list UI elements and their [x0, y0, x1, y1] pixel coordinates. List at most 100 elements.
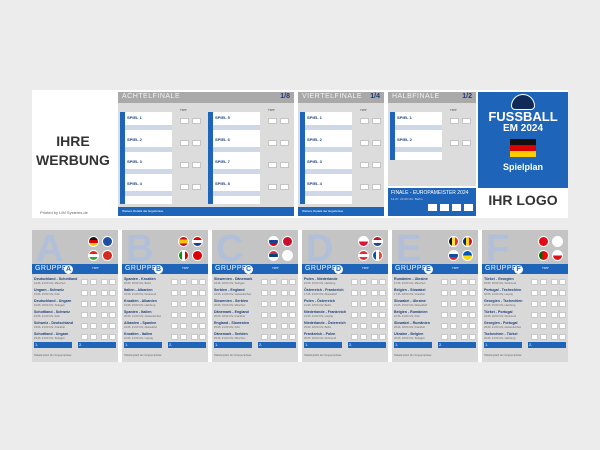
croatia-flag-icon — [192, 236, 203, 247]
score-box[interactable] — [280, 140, 289, 146]
final-subtitle: 14.07. 21:00 Uhr, Berlin — [391, 197, 423, 201]
score-box[interactable] — [372, 140, 381, 146]
score-box[interactable] — [372, 162, 381, 168]
score-box[interactable] — [372, 118, 381, 124]
score-box[interactable] — [280, 162, 289, 168]
score-box[interactable] — [192, 118, 201, 124]
ad-line1: IHRE — [56, 133, 90, 149]
round-of-16-panel: ACHTELFINALE 1/8 TIPP TIPP SPIEL 1 SPIEL… — [118, 92, 294, 216]
ukraine-flag-icon — [462, 250, 473, 261]
group-table: 1.2. — [482, 341, 568, 349]
semifinal-panel: HALBFINALE 1/2 TIPP SPIEL 1 SPIEL 2 — [388, 92, 476, 186]
match-label: SPIEL 6 — [215, 137, 230, 142]
scotland-flag-icon — [102, 236, 113, 247]
ko-num: 1/2 — [462, 93, 472, 100]
denmark-flag-icon — [282, 236, 293, 247]
score-box[interactable] — [428, 204, 437, 211]
score-box[interactable] — [192, 184, 201, 190]
group-letter: E — [396, 228, 422, 270]
quarterfinal-panel: VIERTELFINALE 1/4 TIPP SPIEL 1 SPIEL 2 S… — [298, 92, 384, 216]
score-box[interactable] — [180, 184, 189, 190]
tipp-label: TIPP — [180, 108, 187, 112]
team-row — [305, 147, 352, 152]
group-name: GRUPPE — [485, 265, 517, 272]
ko-num: 1/8 — [280, 93, 290, 100]
group-name: GRUPPE — [125, 265, 157, 272]
slovenia-flag-icon — [268, 236, 279, 247]
logo-panel: FUSSBALL EM 2024 Spielplan IHR LOGO — [478, 92, 568, 216]
france-flag-icon — [372, 250, 383, 261]
score-box[interactable] — [450, 140, 459, 146]
score-box[interactable] — [360, 162, 369, 168]
ko-footer: Weitere Details der Ergebnisse — [298, 207, 384, 216]
group-table: 1.2. — [32, 341, 118, 349]
match-label: SPIEL 2 — [307, 137, 322, 142]
score-box[interactable] — [280, 118, 289, 124]
score-box[interactable] — [450, 118, 459, 124]
score-box[interactable] — [360, 118, 369, 124]
score-box[interactable] — [280, 184, 289, 190]
score-box[interactable] — [268, 118, 277, 124]
match-label: SPIEL 4 — [307, 181, 322, 186]
score-box[interactable] — [192, 140, 201, 146]
score-box[interactable] — [268, 184, 277, 190]
match-label: SPIEL 1 — [307, 115, 322, 120]
ko-header: VIERTELFINALE 1/4 — [298, 92, 384, 103]
team-row — [305, 169, 352, 174]
tipp-label: TIPP — [452, 266, 459, 270]
score-box[interactable] — [462, 118, 471, 124]
team-row — [125, 169, 172, 174]
score-box[interactable] — [180, 162, 189, 168]
ko-title: VIERTELFINALE — [302, 93, 363, 100]
bottom-strip — [32, 230, 568, 362]
logo-subtitle: EM 2024 — [502, 123, 544, 134]
group-letter: C — [216, 228, 244, 270]
slovakia-flag-icon — [448, 250, 459, 261]
group-bar: GRUPPE D TIPP — [302, 264, 388, 274]
score-box[interactable] — [440, 204, 449, 211]
score-box[interactable] — [452, 204, 461, 211]
score-box[interactable] — [268, 140, 277, 146]
group-footer: Tabellenplatz der Gruppenphase — [394, 354, 432, 357]
georgia-flag-icon — [552, 236, 563, 247]
score-box[interactable] — [192, 162, 201, 168]
score-box[interactable] — [360, 184, 369, 190]
group-a-panel: A GRUPPE A TIPP Deutschland - Schottland… — [32, 228, 118, 362]
poland-flag-icon — [358, 236, 369, 247]
score-box[interactable] — [462, 140, 471, 146]
score-box[interactable] — [372, 184, 381, 190]
team-row — [125, 191, 172, 196]
ko-card-qf: SPIEL 1 SPIEL 2 SPIEL 3 SPIEL 4 — [300, 112, 352, 204]
albania-flag-icon — [192, 250, 203, 261]
score-box[interactable] — [180, 140, 189, 146]
group-name: GRUPPE — [35, 265, 67, 272]
group-table: 1.2. — [212, 341, 298, 349]
score-box[interactable] — [464, 204, 473, 211]
tipp-label: TIPP — [182, 266, 189, 270]
ko-header: ACHTELFINALE 1/8 — [118, 92, 294, 103]
germany-flag-icon — [88, 236, 99, 247]
group-footer: Tabellenplatz der Gruppenphase — [34, 354, 72, 357]
team-row — [395, 147, 442, 152]
group-table: 1.2. — [302, 341, 388, 349]
score-box[interactable] — [268, 162, 277, 168]
score-box[interactable] — [180, 118, 189, 124]
group-bar: GRUPPE E TIPP — [392, 264, 478, 274]
score-box[interactable] — [360, 140, 369, 146]
